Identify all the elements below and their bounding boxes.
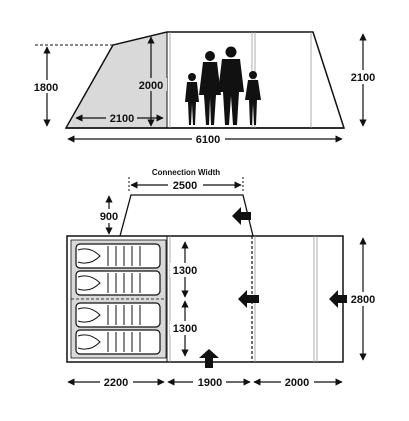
label-height-inner: 2000 xyxy=(139,80,163,92)
label-total-length: 6100 xyxy=(196,134,220,146)
door-arrow-front-icon xyxy=(199,349,219,368)
label-connection-width: 2500 xyxy=(173,180,197,192)
label-section-middle: 1900 xyxy=(198,377,222,389)
label-section-bedroom: 2200 xyxy=(104,377,128,389)
label-width: 2800 xyxy=(351,294,375,306)
label-section-porch: 2000 xyxy=(285,377,309,389)
label-bedroom-half-1: 1300 xyxy=(173,265,197,277)
label-canopy-depth: 900 xyxy=(100,211,118,223)
sleeping-bag-1-icon xyxy=(75,243,161,269)
plan-view: Connection Width 2500 900 xyxy=(66,168,380,389)
label-connection-title: Connection Width xyxy=(152,168,220,177)
sleeping-bag-2-icon xyxy=(75,270,161,296)
sleeping-bag-3-icon xyxy=(75,302,161,328)
door-arrow-end-icon xyxy=(329,290,350,308)
sleeping-bag-4-icon xyxy=(75,329,161,355)
label-bedroom-half-2: 1300 xyxy=(173,323,197,335)
label-height-right: 2100 xyxy=(351,72,375,84)
door-arrow-middle-icon xyxy=(238,290,259,308)
label-height-left: 1800 xyxy=(34,82,58,94)
side-porch-shade xyxy=(68,33,167,127)
label-porch-depth: 2100 xyxy=(110,113,134,125)
door-arrow-canopy-icon xyxy=(232,207,251,225)
side-view: 1800 2000 2100 2100 6100 xyxy=(30,31,380,146)
family-silhouette-icon xyxy=(185,46,261,125)
